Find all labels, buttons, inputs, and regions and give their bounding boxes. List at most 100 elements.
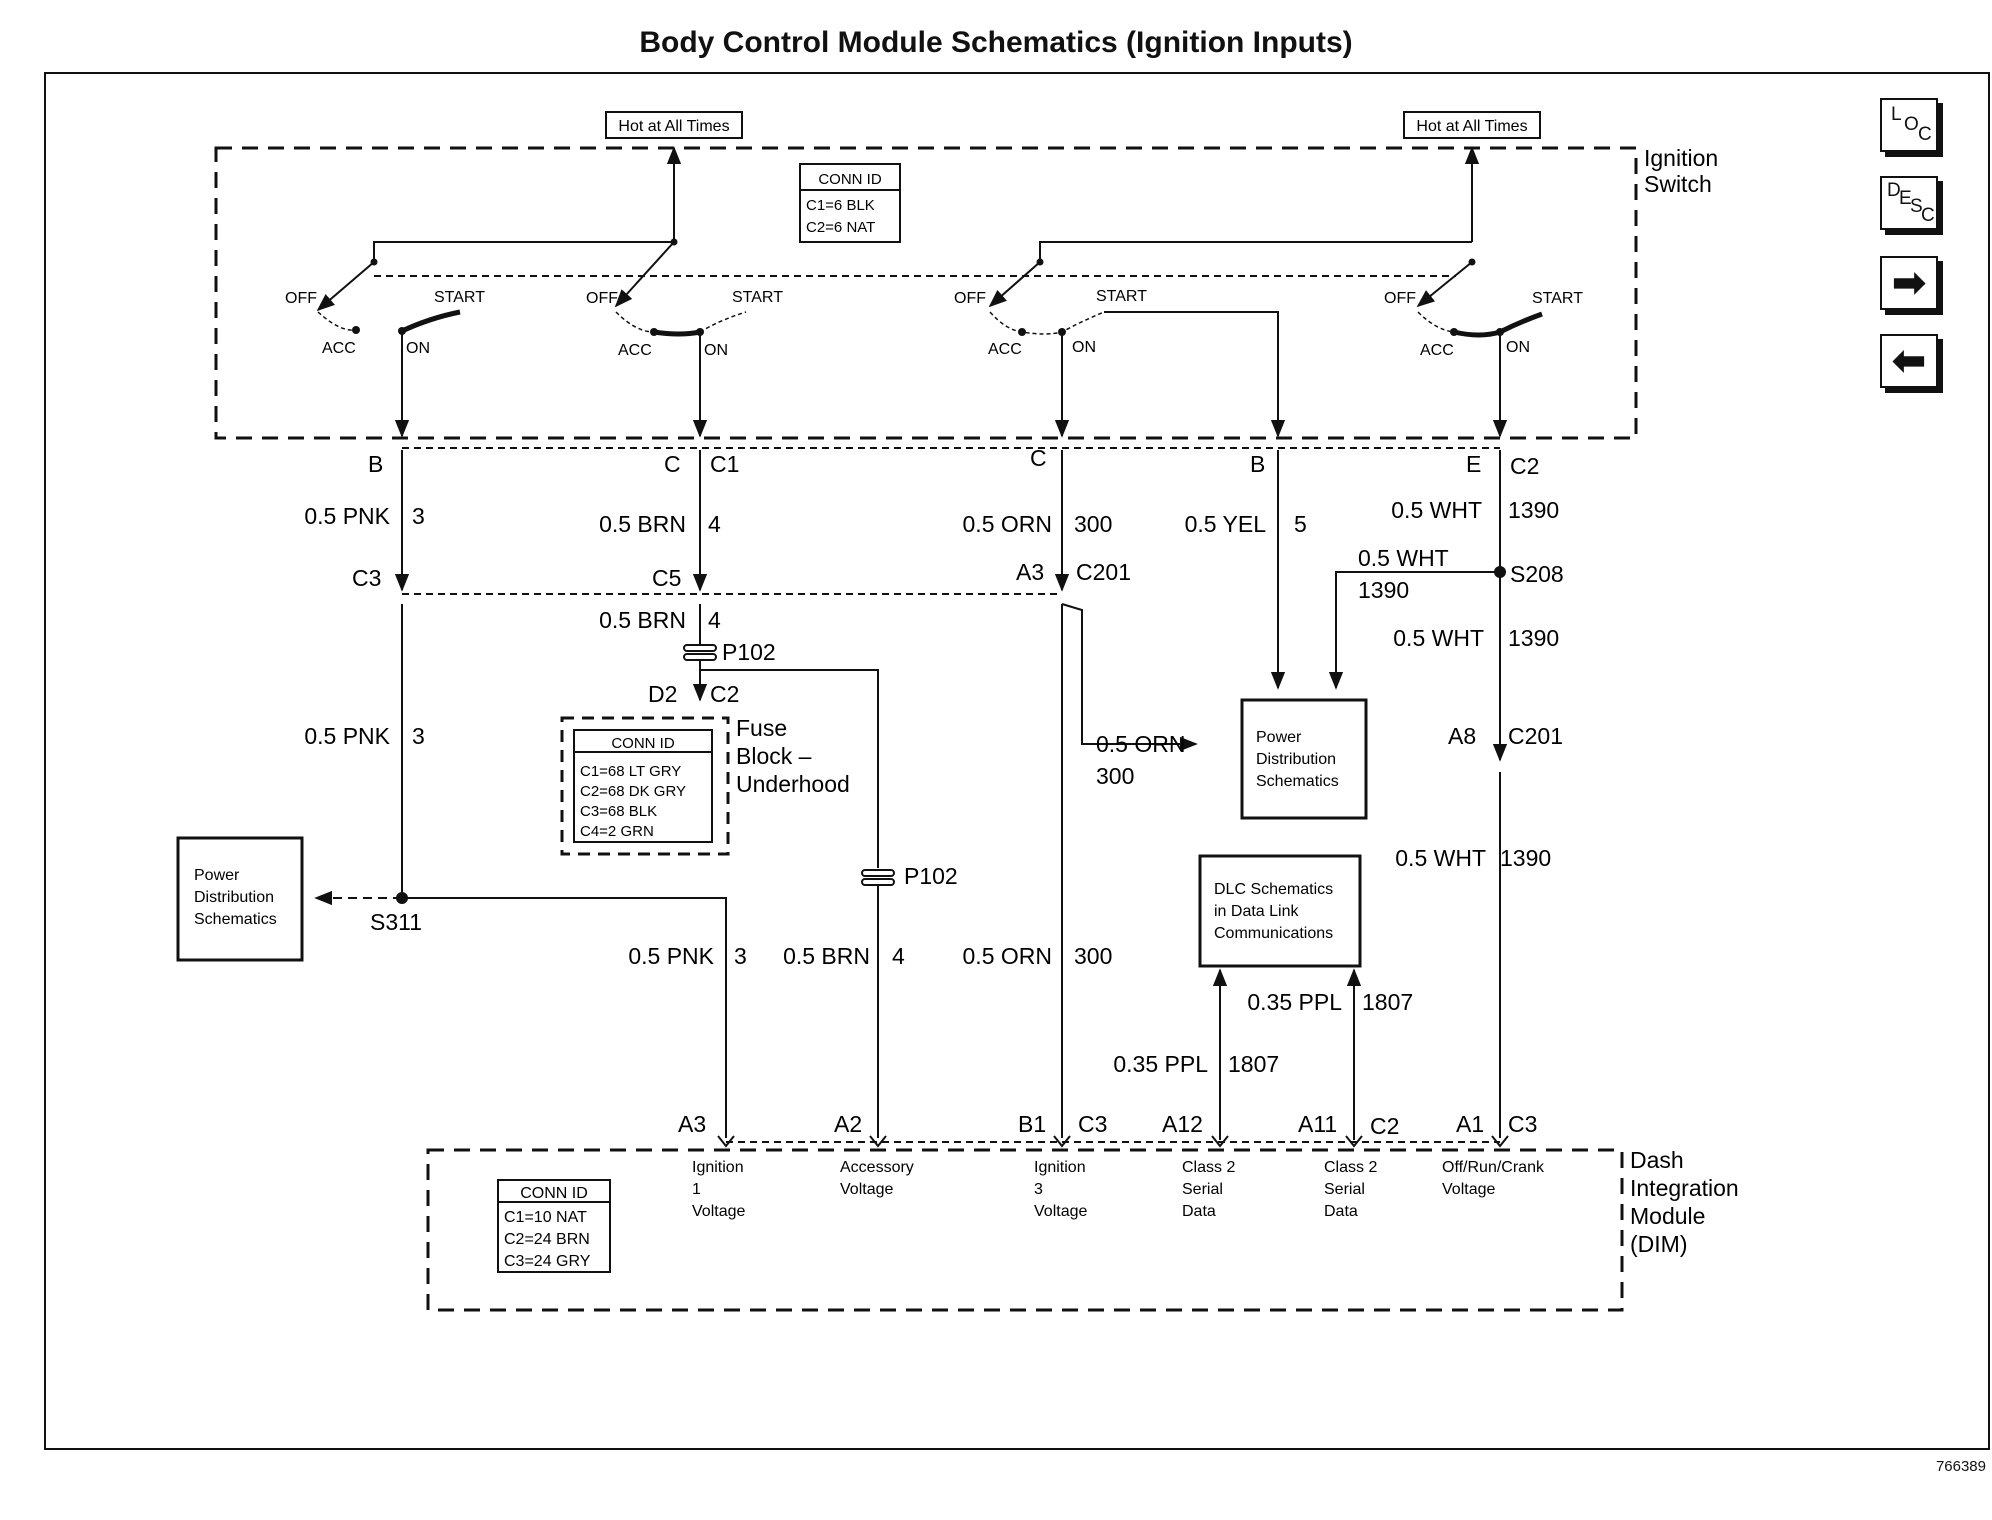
fuse-block-label-2: Block – (736, 743, 812, 769)
switch4-acc-label: ACC (1420, 342, 1454, 359)
left-arrow-icon: ⬅ (1892, 339, 1926, 383)
switch1-acc-label: ACC (322, 340, 356, 357)
next-page-button[interactable]: ➡ (1880, 256, 1938, 310)
dim-pin-a1-desc-1: Off/Run/Crank (1442, 1159, 1545, 1176)
wire-ppl-spec-2: 0.35 PPL (1113, 1051, 1208, 1077)
dim-pin-a3: A3 (678, 1111, 706, 1137)
terminal-c-right: C (1030, 445, 1047, 471)
fuse-conn-id-header: CONN ID (611, 735, 675, 752)
fuse-block-label-3: Underhood (736, 771, 850, 797)
switch3-acc-label: ACC (988, 341, 1022, 358)
switch2-off-label: OFF (586, 290, 618, 307)
dim-outline (426, 1148, 1624, 1312)
dlc-line-3: Communications (1214, 925, 1333, 942)
fuse-conn-id-row-4: C4=2 GRN (580, 823, 654, 840)
connector-c2-switch-label: C2 (1510, 453, 1539, 479)
dim-pin-a3-desc-1: Ignition (692, 1159, 744, 1176)
wire-orn-spec-3: 0.5 ORN (963, 943, 1052, 969)
wire-ppl-spec-1: 0.35 PPL (1247, 989, 1342, 1015)
ignition-switch-block-2: OFF START ACC ON (586, 238, 783, 359)
switch1-off-label: OFF (285, 290, 317, 307)
fuse-block-outline (560, 716, 730, 856)
hot-at-all-times-box-right (1403, 111, 1541, 139)
wire-pnk-circuit-3: 3 (734, 943, 747, 969)
pds-left-line-2: Distribution (194, 889, 274, 906)
switch2-start-label: START (732, 289, 783, 306)
fuse-conn-id-row-1: C1=68 LT GRY (580, 763, 681, 780)
dlc-schematics-box: DLC Schematics in Data Link Communicatio… (1198, 854, 1362, 968)
dim-pin-a12: A12 (1162, 1111, 1203, 1137)
ignition-conn-id-table: CONN ID C1=6 BLK C2=6 NAT (799, 163, 901, 243)
wire-wht-circuit-3: 1390 (1508, 625, 1559, 651)
dim-conn-c3-right: C3 (1508, 1111, 1537, 1137)
dim-conn-c3: C3 (1078, 1111, 1107, 1137)
switch3-off-label: OFF (954, 290, 986, 307)
connector-c1-label: C1 (710, 451, 739, 477)
hot-at-all-times-box-left (605, 111, 743, 139)
pds-right-line-1: Power (1256, 729, 1302, 746)
ignition-switch-block-3: OFF START ACC ON (954, 258, 1147, 358)
dim-pin-a1-desc-2: Voltage (1442, 1181, 1495, 1198)
splice-s311-dot (396, 892, 408, 904)
switch3-start-label: START (1096, 288, 1147, 305)
power-distribution-box-right: Power Distribution Schematics (1240, 698, 1368, 820)
right-arrow-icon: ➡ (1892, 261, 1926, 305)
wire-wht-circuit-1: 1390 (1508, 497, 1559, 523)
connector-c201: C201 (1076, 559, 1131, 585)
loc-button[interactable]: L O C (1880, 98, 1938, 152)
switch2-on-label: ON (704, 342, 728, 359)
dim-pin-a3-desc-3: Voltage (692, 1203, 745, 1220)
connector-c201-lower: C201 (1508, 723, 1563, 749)
dim-pin-b1-desc-2: 3 (1034, 1181, 1043, 1198)
wire-yel-circuit: 5 (1294, 511, 1307, 537)
wire-wht-spec-1: 0.5 WHT (1391, 497, 1482, 523)
connector-a3: A3 (1016, 559, 1044, 585)
switch1-on-label: ON (406, 340, 430, 357)
p102-lower-symbol (861, 869, 895, 886)
ignition-switch-block-4: OFF START ACC ON (1384, 258, 1583, 359)
loc-letter-c: C (1918, 124, 1932, 145)
dim-pin-a12-desc-2: Serial (1182, 1181, 1223, 1198)
switch4-start-label: START (1532, 290, 1583, 307)
p102-upper-symbol (683, 644, 717, 661)
dim-pin-a12-desc-1: Class 2 (1182, 1159, 1235, 1176)
switch4-off-label: OFF (1384, 290, 1416, 307)
connector-d2: D2 (648, 681, 677, 707)
wire-wht-spec-2: 0.5 WHT (1358, 545, 1449, 571)
wire-pnk-spec-1: 0.5 PNK (304, 503, 390, 529)
ignition-switch-label-2: Switch (1644, 171, 1712, 197)
dim-pin-a1: A1 (1456, 1111, 1484, 1137)
ignition-conn-id-row-1: C1=6 BLK (806, 197, 875, 214)
document-number: 766389 (1935, 1458, 1986, 1475)
dim-label-2: Integration (1630, 1175, 1739, 1201)
switch1-start-label: START (434, 289, 485, 306)
previous-page-button[interactable]: ⬅ (1880, 334, 1938, 388)
connector-c5: C5 (652, 565, 681, 591)
wire-pnk-spec-3: 0.5 PNK (628, 943, 714, 969)
wire-wht-spec-3: 0.5 WHT (1393, 625, 1484, 651)
hot-at-all-times-left: Hot at All Times (618, 118, 729, 135)
wire-orn-spec-2: 0.5 ORN (1096, 731, 1185, 757)
page-title: Body Control Module Schematics (Ignition… (639, 26, 1353, 59)
wire-ppl-circuit-2: 1807 (1228, 1051, 1279, 1077)
dlc-line-1: DLC Schematics (1214, 881, 1333, 898)
dim-pin-a11-desc-2: Serial (1324, 1181, 1365, 1198)
dim-pin-b1-desc-1: Ignition (1034, 1159, 1086, 1176)
dim-pin-b1: B1 (1018, 1111, 1046, 1137)
desc-button[interactable]: D E S C (1880, 176, 1938, 230)
dim-pin-a11: A11 (1298, 1111, 1337, 1137)
connector-c2-fuse: C2 (710, 681, 739, 707)
dim-conn-c2: C2 (1370, 1113, 1399, 1139)
ignition-switch-outline (214, 146, 1638, 440)
wire-orn-circuit-2: 300 (1096, 763, 1134, 789)
connector-p102-lower: P102 (904, 863, 958, 889)
pds-right-line-2: Distribution (1256, 751, 1336, 768)
dim-conn-id-row-2: C2=24 BRN (504, 1231, 590, 1248)
dim-conn-id-row-1: C1=10 NAT (504, 1209, 587, 1226)
dlc-line-2: in Data Link (1214, 903, 1299, 920)
dim-pin-a11-desc-3: Data (1324, 1203, 1358, 1220)
fuse-conn-id-row-3: C3=68 BLK (580, 803, 657, 820)
dim-pin-a12-desc-3: Data (1182, 1203, 1216, 1220)
dim-pin-a2-desc-2: Voltage (840, 1181, 893, 1198)
